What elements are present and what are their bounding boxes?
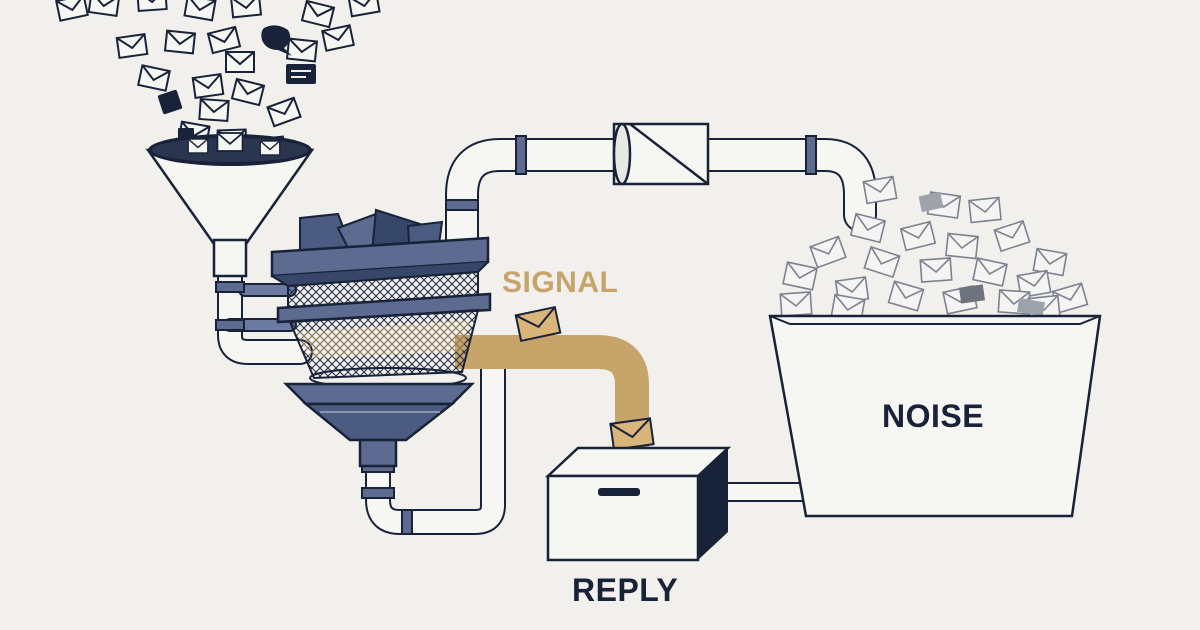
reply-label: REPLY (572, 572, 679, 608)
funnel-icon (145, 132, 315, 278)
valve-icon (612, 122, 710, 186)
bin-icon (768, 314, 1102, 518)
noise-label: NOISE (882, 398, 985, 434)
reply-box-icon (544, 446, 732, 562)
signal-label: SIGNAL (502, 266, 619, 299)
signal-envelopes (514, 305, 655, 451)
noise-pile (779, 175, 1089, 323)
funnel-neck-pipe (217, 227, 313, 365)
sieve-icon (270, 208, 492, 468)
chat-bubble-lines (291, 70, 311, 78)
drain-pipe (365, 347, 506, 535)
